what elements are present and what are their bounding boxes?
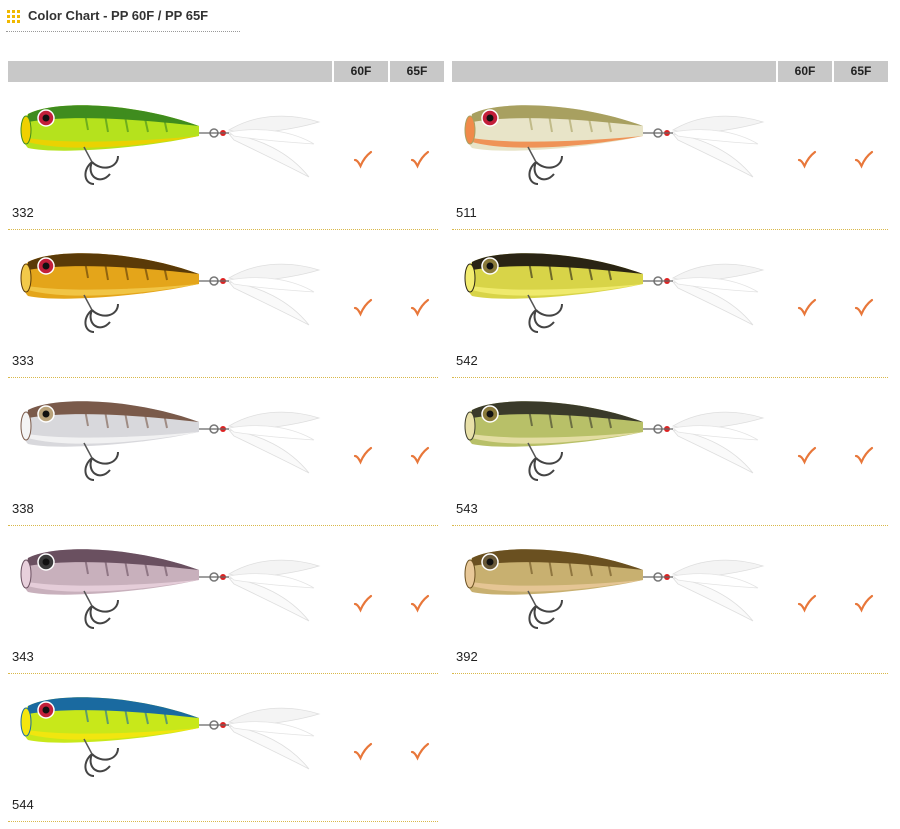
color-row: 544: [8, 674, 438, 822]
lure-photo: [14, 684, 324, 799]
color-code: 343: [12, 649, 34, 664]
color-row: 343: [8, 526, 438, 674]
color-row: 333: [8, 230, 438, 378]
check-60f-icon: [797, 150, 817, 169]
check-65f-icon: [854, 150, 874, 169]
color-row: 332: [8, 82, 438, 230]
color-row: 392: [452, 526, 888, 674]
check-60f-icon: [797, 446, 817, 465]
lure-photo: [14, 240, 324, 355]
table-header: 60F 65F: [8, 61, 446, 82]
check-60f-icon: [353, 150, 373, 169]
lure-image: [464, 105, 765, 185]
check-60f-icon: [353, 298, 373, 317]
check-60f-icon: [353, 446, 373, 465]
color-code: 332: [12, 205, 34, 220]
grid-bullet-icon: [7, 10, 20, 23]
table-header: 60F 65F: [452, 61, 892, 82]
color-table-right: 60F 65F: [452, 61, 892, 674]
lure-image: [20, 105, 321, 185]
lure-image: [20, 401, 321, 481]
color-code: 544: [12, 797, 34, 812]
color-row: 511: [452, 82, 888, 230]
header-60f: 60F: [334, 61, 388, 82]
color-code: 543: [456, 501, 478, 516]
header-blank: [8, 61, 332, 82]
lure-photo: [14, 388, 324, 503]
color-code: 392: [456, 649, 478, 664]
color-code: 542: [456, 353, 478, 368]
check-60f-icon: [797, 594, 817, 613]
check-65f-icon: [854, 298, 874, 317]
check-65f-icon: [410, 298, 430, 317]
check-65f-icon: [854, 446, 874, 465]
check-65f-icon: [410, 446, 430, 465]
lure-photo: [458, 240, 768, 355]
lure-photo: [14, 536, 324, 651]
check-65f-icon: [410, 594, 430, 613]
lure-image: [20, 549, 321, 629]
page-title-bar: Color Chart - PP 60F / PP 65F: [6, 6, 240, 32]
color-row: 543: [452, 378, 888, 526]
header-60f: 60F: [778, 61, 832, 82]
header-65f: 65F: [834, 61, 888, 82]
lure-photo: [458, 388, 768, 503]
check-60f-icon: [353, 594, 373, 613]
lure-image: [20, 253, 321, 333]
page-title: Color Chart - PP 60F / PP 65F: [28, 8, 209, 23]
color-code: 333: [12, 353, 34, 368]
lure-photo: [458, 92, 768, 207]
color-code: 511: [456, 205, 477, 220]
header-blank: [452, 61, 776, 82]
color-row: 542: [452, 230, 888, 378]
lure-image: [20, 697, 321, 777]
check-65f-icon: [410, 742, 430, 761]
color-table-left: 60F 65F: [8, 61, 446, 822]
lure-image: [464, 549, 765, 629]
check-60f-icon: [353, 742, 373, 761]
color-row: 338: [8, 378, 438, 526]
header-65f: 65F: [390, 61, 444, 82]
lure-image: [464, 253, 765, 333]
lure-photo: [14, 92, 324, 207]
check-60f-icon: [797, 298, 817, 317]
lure-photo: [458, 536, 768, 651]
color-code: 338: [12, 501, 34, 516]
lure-image: [464, 401, 765, 481]
check-65f-icon: [410, 150, 430, 169]
check-65f-icon: [854, 594, 874, 613]
